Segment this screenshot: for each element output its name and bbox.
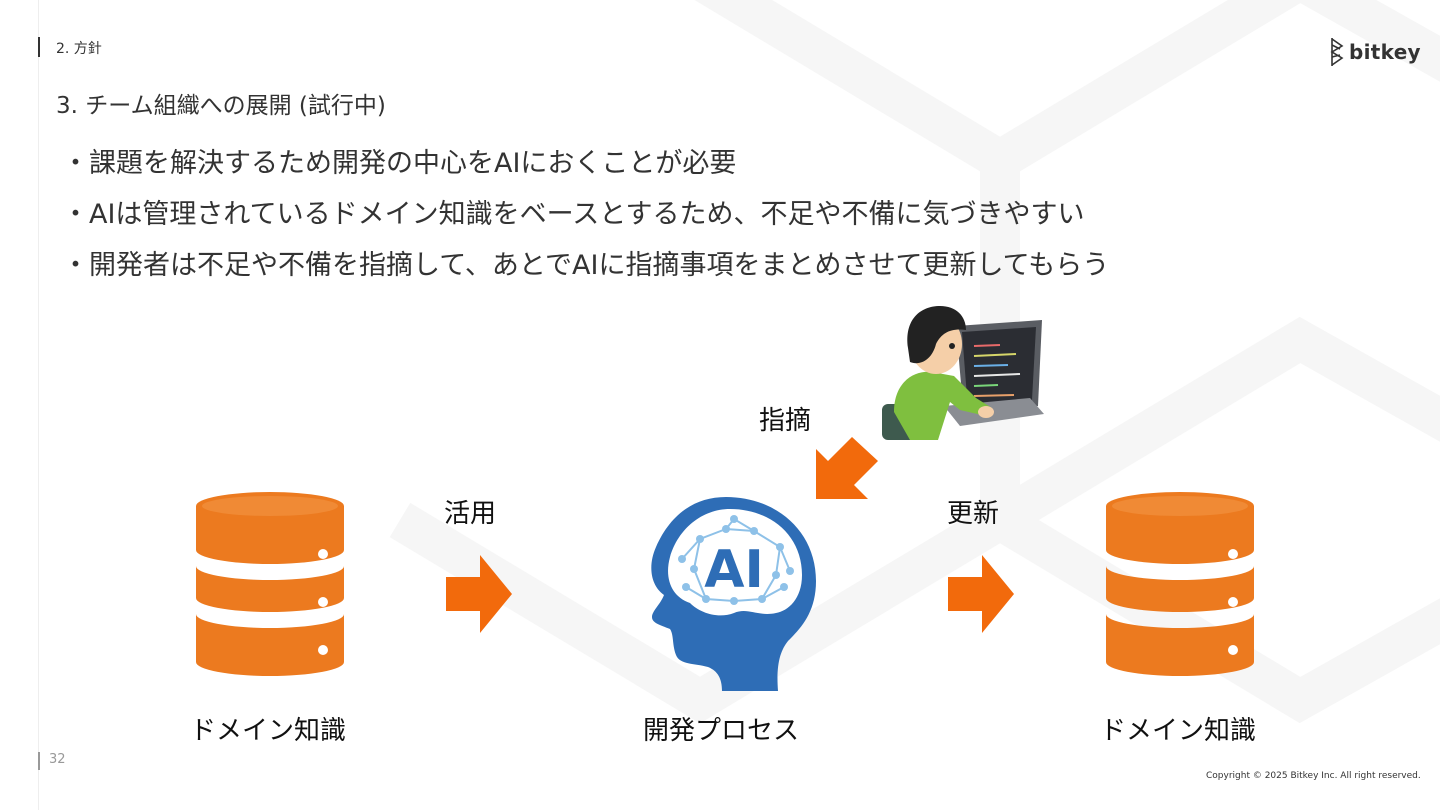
- arrow-left-label: 活用: [444, 499, 497, 529]
- arrow-right-icon: [446, 555, 512, 633]
- ai-head-icon: AI: [651, 497, 816, 691]
- center-label: 開発プロセス: [643, 716, 800, 746]
- copyright: Copyright © 2025 Bitkey Inc. All right r…: [1206, 771, 1421, 781]
- arrow-down-left-icon: [816, 437, 878, 499]
- bullet-item: ・開発者は不足や不備を指摘して、あとでAIに指摘事項をまとめさせて更新してもらう: [62, 250, 1110, 281]
- bullet-list: ・課題を解決するため開発の中心をAIにおくことが必要 ・AIは管理されているドメ…: [62, 138, 1109, 291]
- bullet-item: ・課題を解決するため開発の中心をAIにおくことが必要: [62, 148, 737, 179]
- process-diagram: ドメイン知識 活用 AI 開発プロセス: [0, 290, 1440, 750]
- logo-text: bitkey: [1349, 40, 1421, 64]
- section-marker: [38, 37, 40, 57]
- database-icon: [196, 492, 344, 676]
- page-number: 32: [49, 752, 66, 767]
- developer-illustration: [882, 306, 1044, 440]
- bitkey-logo-icon: [1330, 38, 1344, 66]
- page-marker: [38, 752, 40, 770]
- database-icon: [1106, 492, 1254, 676]
- arrow-right-label: 更新: [947, 499, 1000, 529]
- right-db-label: ドメイン知識: [1100, 716, 1257, 746]
- arrow-right-icon: [948, 555, 1014, 633]
- bullet-item: ・AIは管理されているドメイン知識をベースとするため、不足や不備に気づきやすい: [62, 199, 1085, 230]
- slide-subtitle: 3. チーム組織への展開 (試行中): [56, 93, 386, 119]
- feedback-label: 指摘: [759, 406, 812, 436]
- bitkey-logo: bitkey: [1328, 36, 1421, 68]
- left-db-label: ドメイン知識: [190, 716, 347, 746]
- section-label: 2. 方針: [56, 41, 102, 57]
- ai-text: AI: [704, 540, 764, 600]
- left-rule: [38, 0, 39, 810]
